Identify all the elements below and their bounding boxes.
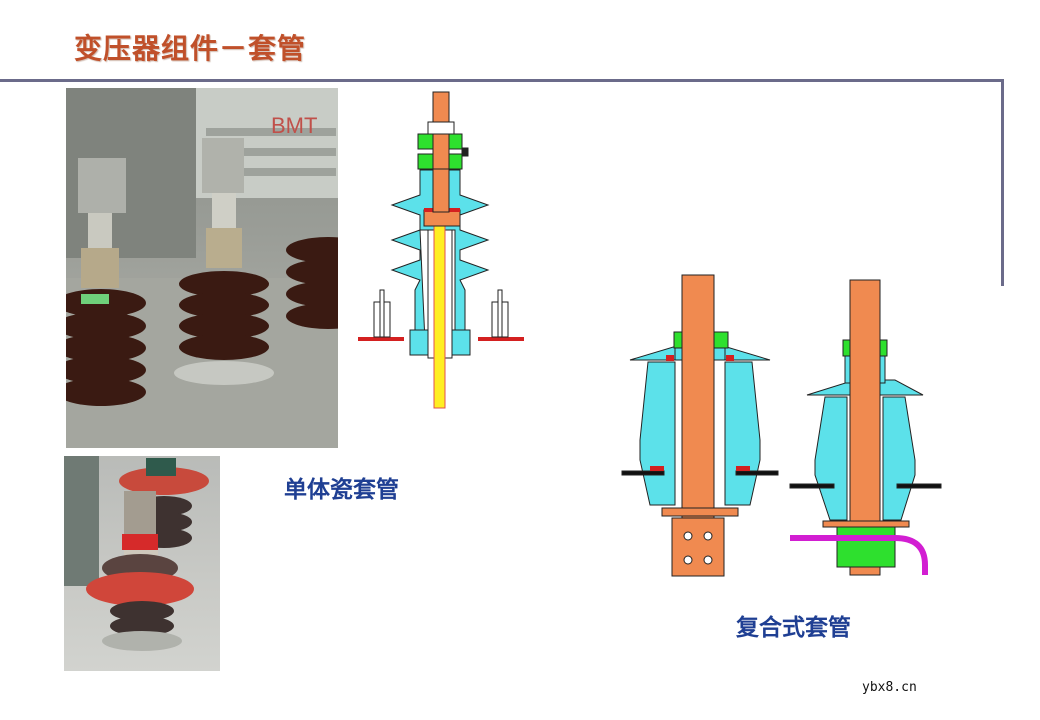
frame-divider-horizontal bbox=[0, 79, 1003, 82]
svg-text:BMT: BMT bbox=[271, 113, 317, 138]
single-bushing-diagram bbox=[358, 91, 524, 409]
bushing-photo-bottom bbox=[64, 456, 220, 671]
single-bushing-label: 单体瓷套管 bbox=[284, 476, 399, 503]
frame-divider-vertical bbox=[1001, 79, 1004, 286]
composite-bushing-diagram-lead bbox=[789, 279, 942, 576]
composite-bushing-label: 复合式套管 bbox=[736, 614, 851, 641]
bushing-photo-top: BMT bbox=[66, 88, 338, 448]
page-title: 变压器组件－套管 bbox=[74, 32, 307, 65]
composite-bushing-diagram-terminal bbox=[621, 274, 779, 577]
watermark: ybx8.cn bbox=[862, 680, 917, 695]
